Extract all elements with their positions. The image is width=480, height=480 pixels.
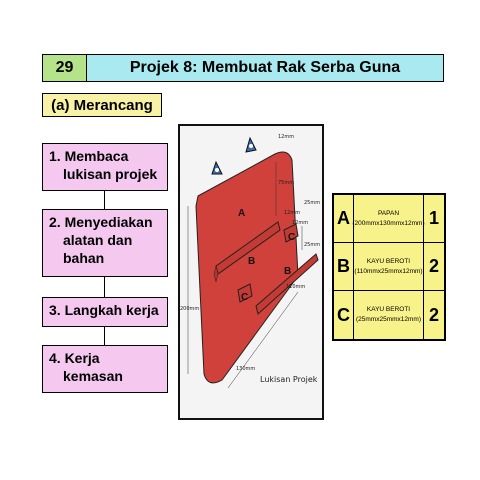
materials-name: PAPAN — [377, 209, 400, 217]
materials-row-c: C KAYU BEROTI (25mmx25mmx12mm) 2 — [334, 291, 444, 339]
step-1-line-2: lukisan projek — [63, 166, 158, 182]
step-2-line-2: alatan dan — [63, 232, 133, 248]
materials-description: KAYU BEROTI (110mmx25mmx12mm) — [354, 243, 424, 290]
drawing-caption: Lukisan Projek — [260, 375, 318, 384]
header-bar: 29 Projek 8: Membuat Rak Serba Guna — [42, 54, 444, 82]
materials-quantity: 1 — [428, 208, 439, 228]
dim-200mm: 200mm — [180, 306, 199, 312]
dim-110mm: 110mm — [286, 284, 305, 290]
dim-12mm-mid: 12mm — [284, 210, 300, 216]
shelf-illustration: A B B C C 12mm 75mm 12mm 25mm 12mm 25mm … — [180, 134, 320, 389]
bar-b-lower-shape — [255, 253, 319, 315]
step-3-line-1: 3. Langkah kerja — [49, 302, 159, 318]
part-label-b-lower: B — [284, 266, 291, 277]
dim-75mm: 75mm — [278, 180, 294, 186]
materials-row-b: B KAYU BEROTI (110mmx25mmx12mm) 2 — [334, 243, 444, 291]
step-1-box: 1. Membaca lukisan projek — [42, 143, 168, 191]
step-3-box: 3. Langkah kerja — [42, 297, 168, 327]
dim-130mm: 130mm — [236, 366, 255, 372]
project-drawing: A B B C C 12mm 75mm 12mm 25mm 12mm 25mm … — [178, 124, 324, 420]
block-c-upper-shape — [283, 223, 299, 243]
step-connector-2 — [104, 277, 105, 297]
materials-name: KAYU BEROTI — [366, 257, 411, 265]
dim-25mm-a: 25mm — [304, 200, 320, 206]
part-label-c-upper: C — [288, 232, 295, 243]
block-c-lower-shape — [237, 283, 253, 303]
project-number: 29 — [43, 55, 87, 81]
hanging-hook-right-icon — [245, 136, 257, 153]
materials-name: KAYU BEROTI — [366, 306, 411, 313]
section-label: (a) Merancang — [42, 93, 162, 117]
dim-12mm-c: 12mm — [292, 220, 308, 226]
materials-description: KAYU BEROTI (25mmx25mmx12mm) — [354, 291, 424, 339]
materials-quantity: 2 — [428, 304, 439, 325]
step-4-line-2: kemasan — [63, 368, 123, 384]
step-connector-1 — [104, 191, 105, 209]
board-a-shape — [195, 151, 299, 384]
step-2-box: 2. Menyediakan alatan dan bahan — [42, 209, 168, 277]
dim-25mm-b: 25mm — [304, 242, 320, 248]
dim-12mm-top: 12mm — [278, 134, 294, 140]
materials-description: PAPAN (200mmx130mmx12mm) — [352, 195, 425, 242]
part-label-b-upper: B — [248, 256, 255, 267]
materials-quantity: 2 — [428, 256, 439, 276]
step-2-line-3: bahan — [63, 250, 105, 266]
step-2-line-1: 2. Menyediakan — [49, 214, 153, 230]
materials-size: (200mmx130mmx12mm) — [352, 219, 425, 227]
materials-letter: A — [334, 195, 354, 242]
materials-size: (25mmx25mmx12mm) — [355, 316, 421, 323]
step-4-line-1: 4. Kerja — [49, 350, 100, 366]
materials-letter: C — [334, 291, 354, 339]
step-1-line-1: 1. Membaca — [49, 148, 129, 164]
part-label-c-lower: C — [241, 292, 248, 303]
materials-size: (110mmx25mmx12mm) — [354, 267, 423, 275]
step-connector-3 — [104, 327, 105, 345]
hanging-hook-left-icon — [211, 160, 223, 175]
project-title: Projek 8: Membuat Rak Serba Guna — [87, 55, 443, 81]
materials-row-a: A PAPAN (200mmx130mmx12mm) 1 — [334, 195, 444, 243]
step-4-box: 4. Kerja kemasan — [42, 345, 168, 393]
materials-letter: B — [334, 243, 354, 290]
materials-table: A PAPAN (200mmx130mmx12mm) 1 B KAYU BERO… — [332, 193, 446, 341]
part-label-a: A — [238, 208, 245, 219]
